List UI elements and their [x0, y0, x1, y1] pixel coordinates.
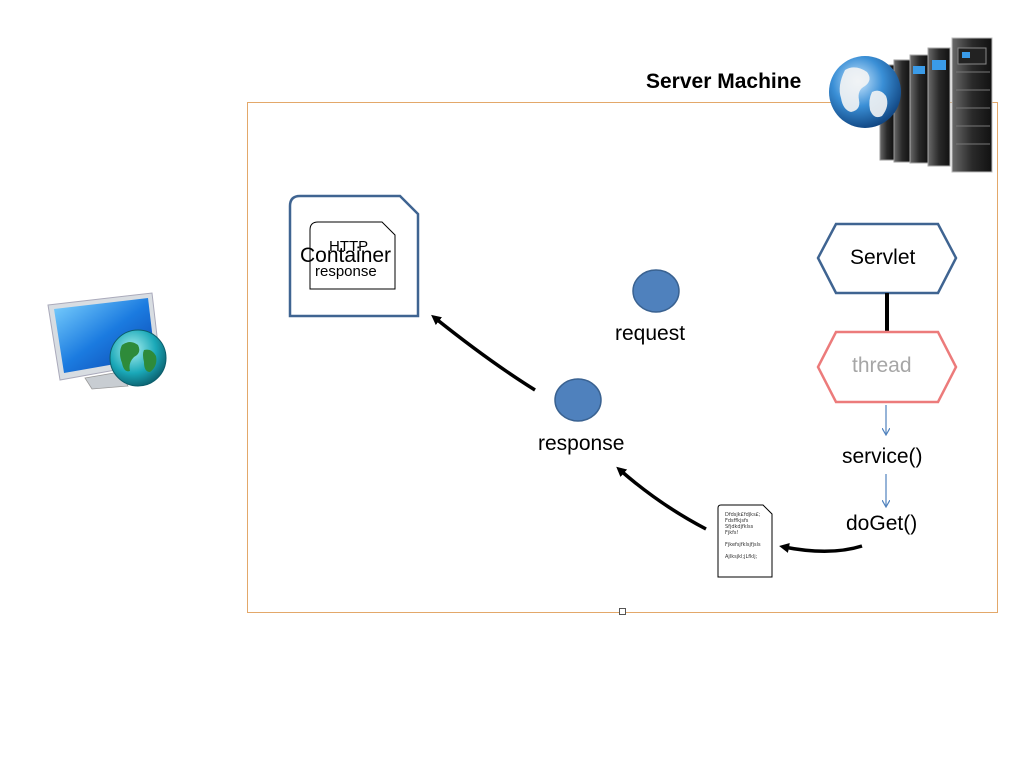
globe-icon [109, 329, 167, 387]
response-label: response [538, 432, 625, 455]
http-response-doc-line1: HTTP [329, 238, 369, 255]
thread-hexagon [816, 330, 958, 404]
response-circle[interactable] [554, 378, 602, 422]
response-page-doc-shape [717, 504, 773, 578]
http-response-doc-line2: response [315, 263, 377, 280]
response-page-text: Dfdsjk£fdjks£; Fdsffkjsfs Sfjdkdjfklss F… [725, 512, 761, 560]
response-to-container-arrow [431, 314, 536, 392]
servlet-label: Servlet [850, 246, 916, 269]
server-machine-title: Server Machine [646, 70, 802, 93]
page-to-response-arrow [616, 466, 707, 531]
container-label: Container [300, 244, 392, 267]
http-response-doc-shape [309, 221, 396, 290]
servlet-hexagon [816, 222, 958, 295]
server-rack-globe-icon [829, 37, 993, 173]
doget-to-page-arrow [779, 543, 863, 553]
request-label: request [615, 322, 686, 345]
thread-label: thread [852, 354, 912, 377]
computer-monitor-globe-icon [47, 292, 167, 390]
globe-icon [829, 56, 901, 128]
request-circle[interactable] [632, 269, 680, 313]
doget-method-label: doGet() [846, 512, 918, 535]
service-method-label: service() [842, 445, 923, 468]
resize-handle[interactable] [619, 608, 626, 615]
